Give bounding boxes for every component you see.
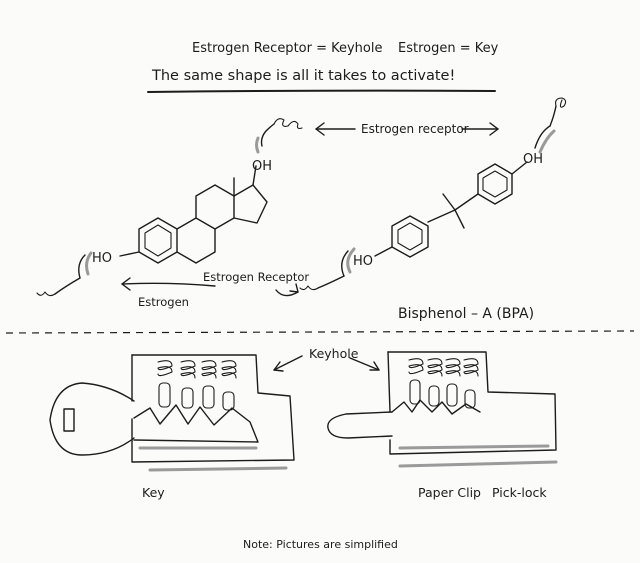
paperclip-label: Paper Clip [418,485,481,500]
bpa-molecule: OH HO [353,152,543,269]
header: Estrogen Receptor = Keyhole Estrogen = K… [147,41,499,93]
receptor-stub-top-left [255,118,303,154]
key-lock [49,354,295,472]
estrogen-label: Estrogen [138,295,189,309]
estrogen-receptor-top-label: Estrogen receptor [315,122,499,136]
section-divider [5,330,635,334]
estrogen-ho-label: HO [92,251,112,266]
headline-underline [147,89,496,93]
keyhole-label: Keyhole [309,346,359,361]
paperclip-lock [327,351,558,468]
estrogen-molecule: OH HO [92,159,272,266]
estrogen-oh-label: OH [252,159,272,174]
headline: The same shape is all it takes to activa… [151,68,455,84]
bpa-label: Bisphenol – A (BPA) [398,306,534,322]
receptor-stub-bottom-right [299,247,356,291]
receptor-label-top: Estrogen receptor [361,122,469,136]
picklock-label: Pick-lock [492,485,547,500]
bpa-ho-label: HO [353,254,373,269]
receptor-stub-bottom-left [36,251,93,297]
footnote: Note: Pictures are simplified [243,538,398,551]
receptor-equation: Estrogen Receptor = Keyhole [192,41,383,56]
bpa-oh-label: OH [523,152,543,167]
receptor-stub-top-right [534,97,567,154]
keyhole-label-group: Keyhole [273,346,380,372]
key-label: Key [142,485,165,500]
estrogen-equation: Estrogen = Key [398,41,499,56]
estrogen-receptor-bottom-label: Estrogen Receptor Estrogen [121,270,309,309]
receptor-label-bottom: Estrogen Receptor [203,270,309,284]
